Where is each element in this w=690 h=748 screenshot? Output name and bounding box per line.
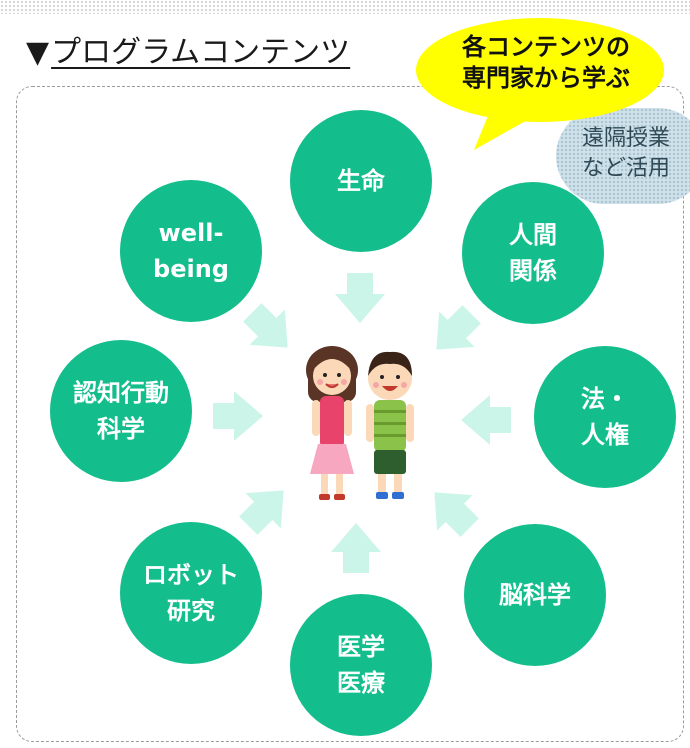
- node-wellbeing-label: well- being: [153, 219, 229, 283]
- node-medicine: 医学 医療: [290, 594, 432, 736]
- remote-learning-note-bubble: [556, 108, 690, 204]
- speech-bubble-text: 各コンテンツの 専門家から学ぶ: [430, 32, 662, 94]
- speech-bubble-icon: [416, 18, 664, 150]
- boy-icon: [366, 351, 414, 499]
- node-wellbeing: well- being: [120, 180, 262, 322]
- node-brain-science-label: 脳科学: [499, 581, 571, 609]
- arrow-from-right: [461, 395, 511, 445]
- node-medicine-label: 医学 医療: [337, 633, 385, 697]
- callout-line-2: 専門家から学ぶ: [462, 64, 630, 92]
- node-law-human-rights: 法・ 人権: [534, 346, 676, 488]
- arrow-from-bottom: [331, 523, 381, 573]
- node-life-label: 生命: [337, 167, 385, 195]
- node-human-relations-label: 人間 関係: [509, 221, 557, 285]
- remote-learning-note: 遠隔授業 など活用: [582, 124, 670, 184]
- callout-line-1: 各コンテンツの: [462, 33, 630, 61]
- node-robot-research-label: ロボット 研究: [143, 561, 239, 625]
- node-cognitive-behavioral-science: 認知行動 科学: [50, 340, 192, 482]
- node-cognitive-behavioral-science-label: 認知行動 科学: [73, 379, 169, 443]
- note-line-2: など活用: [582, 156, 671, 181]
- arrow-from-top: [335, 273, 385, 323]
- dotted-header-band: [0, 0, 690, 14]
- node-human-relations: 人間 関係: [462, 182, 604, 324]
- node-brain-science: 脳科学: [464, 524, 606, 666]
- note-line-1: 遠隔授業: [582, 126, 671, 151]
- node-life: 生命: [290, 110, 432, 252]
- section-heading: ▼プログラムコンテンツ: [26, 38, 350, 68]
- node-law-human-rights-label: 法・ 人権: [581, 385, 629, 449]
- section-title: プログラムコンテンツ: [51, 35, 351, 70]
- diagram-panel: [16, 86, 684, 742]
- arrow-from-bottom-left: [230, 472, 302, 544]
- children-illustration: [306, 346, 414, 500]
- node-robot-research: ロボット 研究: [120, 522, 262, 664]
- triangle-marker-icon: ▼: [26, 35, 50, 70]
- arrow-from-bottom-right: [416, 474, 488, 546]
- girl-icon: [306, 346, 358, 500]
- arrow-from-left: [213, 391, 263, 441]
- arrow-from-top-right: [418, 296, 490, 368]
